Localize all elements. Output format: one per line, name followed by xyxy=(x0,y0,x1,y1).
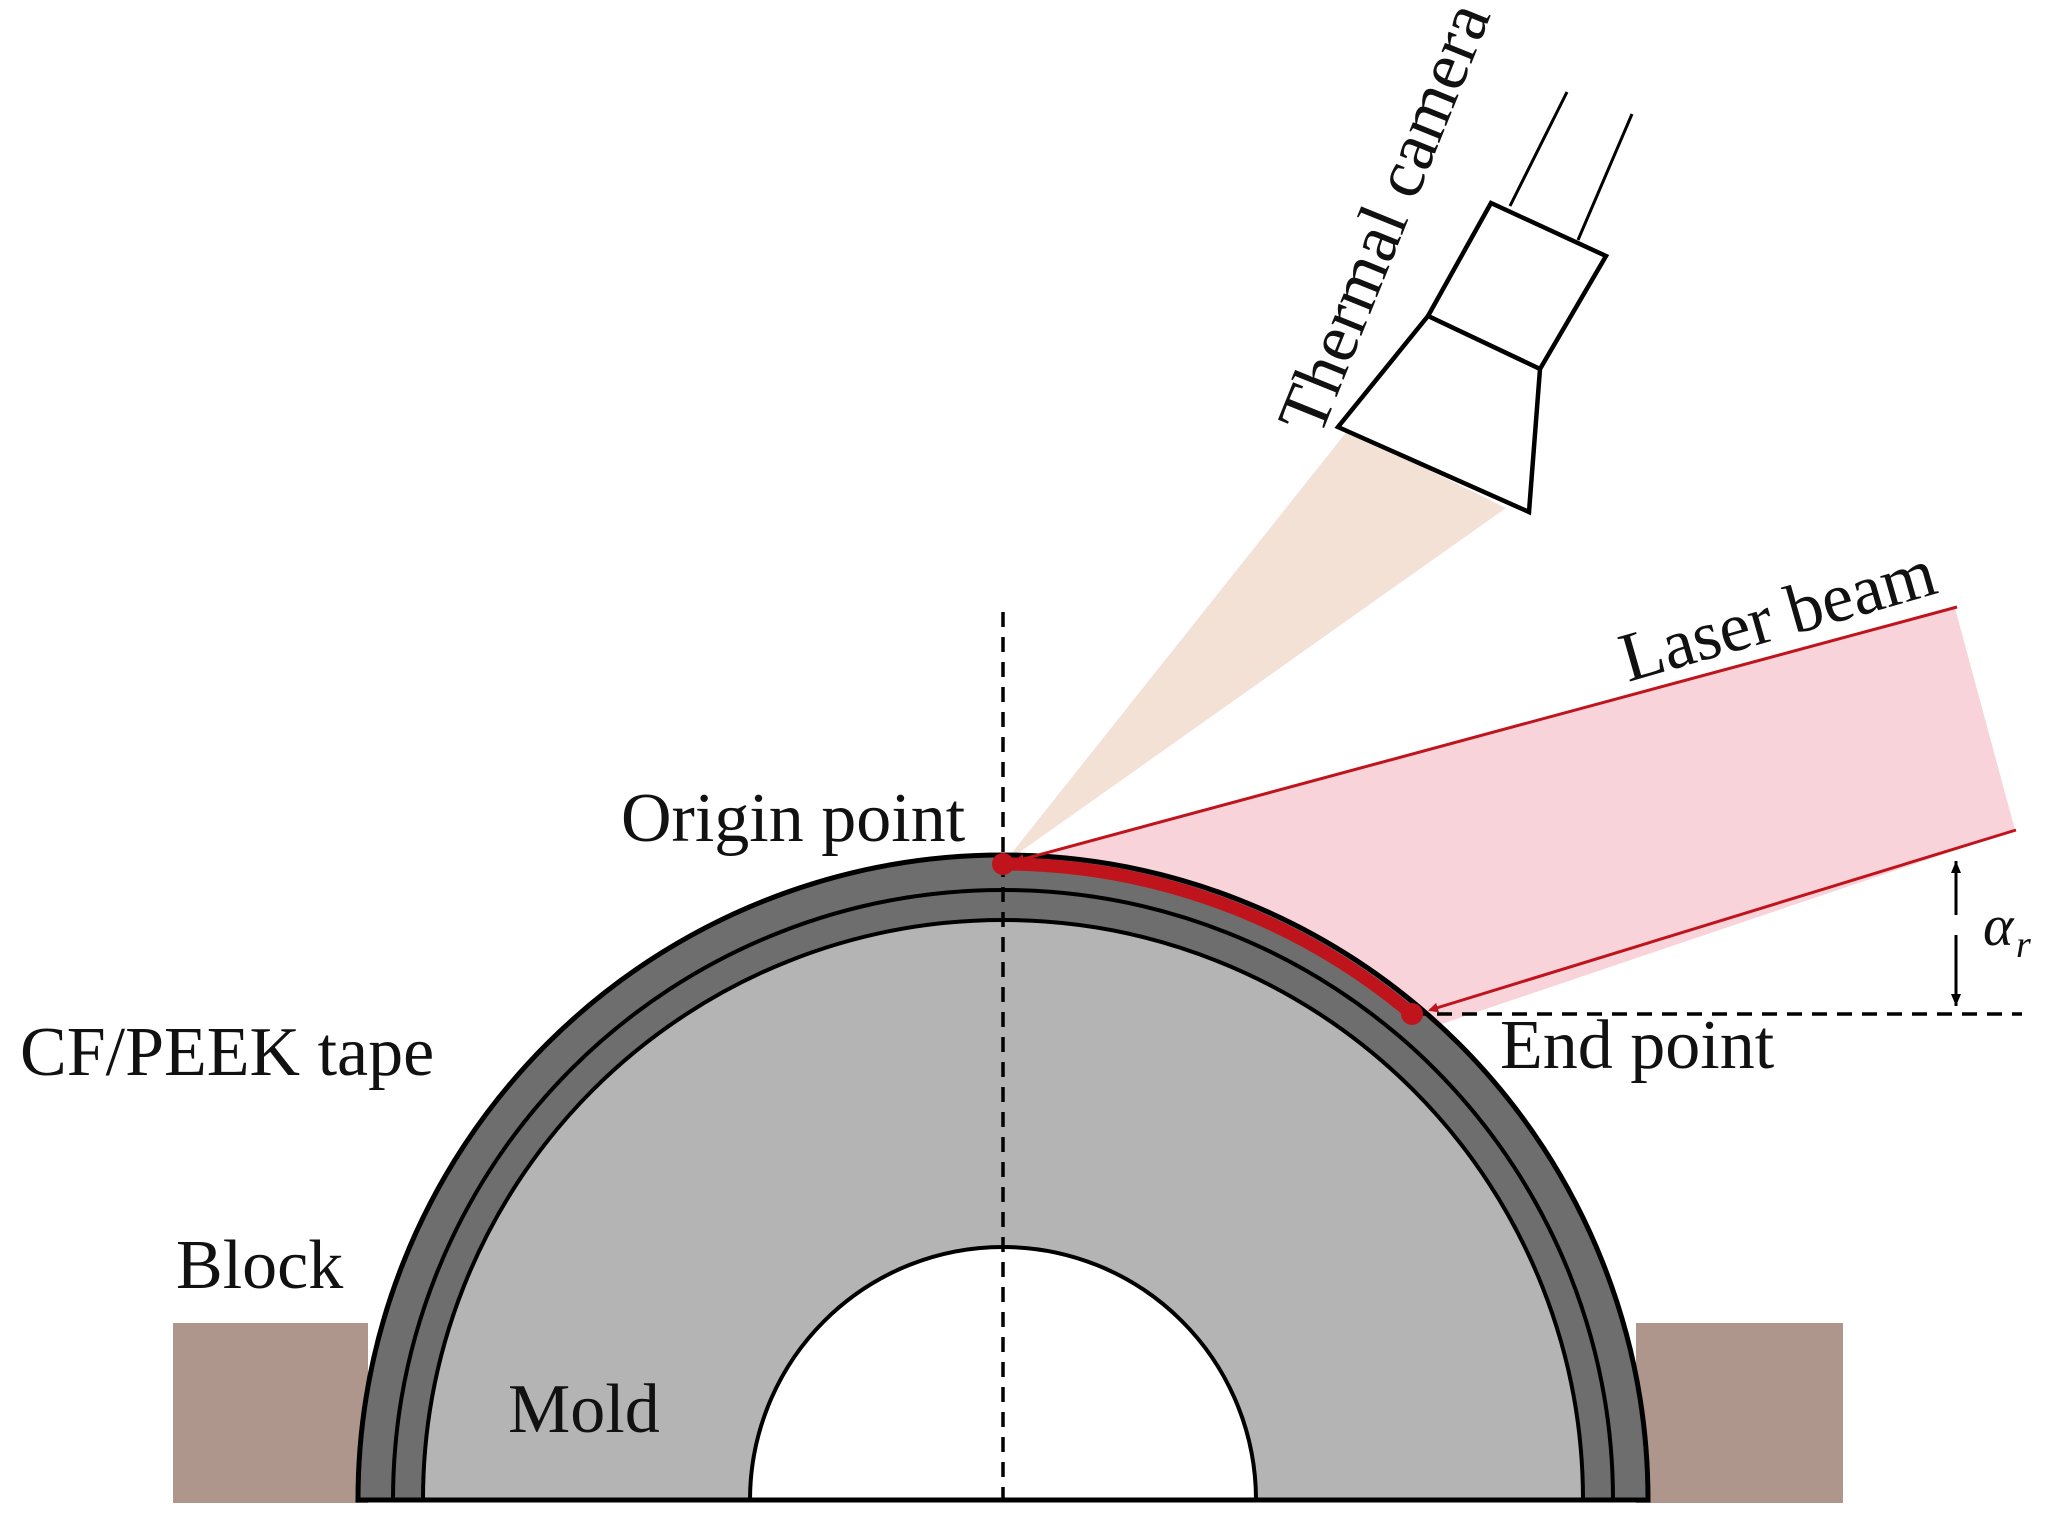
origin-point-marker xyxy=(992,853,1014,875)
heated-tape-arc xyxy=(996,857,1419,1021)
block-right xyxy=(1636,1323,1843,1503)
mold-body xyxy=(420,918,1586,1502)
cf-peek-tape-label: CF/PEEK tape xyxy=(20,1014,434,1091)
laser-ray-bottom xyxy=(1428,828,2017,1013)
end-point-marker xyxy=(1401,1003,1423,1025)
angle-symbol: α xyxy=(1983,893,2015,958)
end-point-label: End point xyxy=(1500,1007,1775,1084)
mold-label: Mold xyxy=(508,1371,660,1448)
block-left xyxy=(173,1323,368,1503)
camera-view-cone xyxy=(1003,430,1506,864)
origin-point-label: Origin point xyxy=(621,780,966,857)
angle-subscript: r xyxy=(2016,924,2031,966)
laser-ray-top xyxy=(1014,605,1958,864)
thermal-camera-icon xyxy=(1334,91,1634,516)
angle-label: α r xyxy=(1983,893,2031,966)
block-label: Block xyxy=(176,1227,343,1304)
